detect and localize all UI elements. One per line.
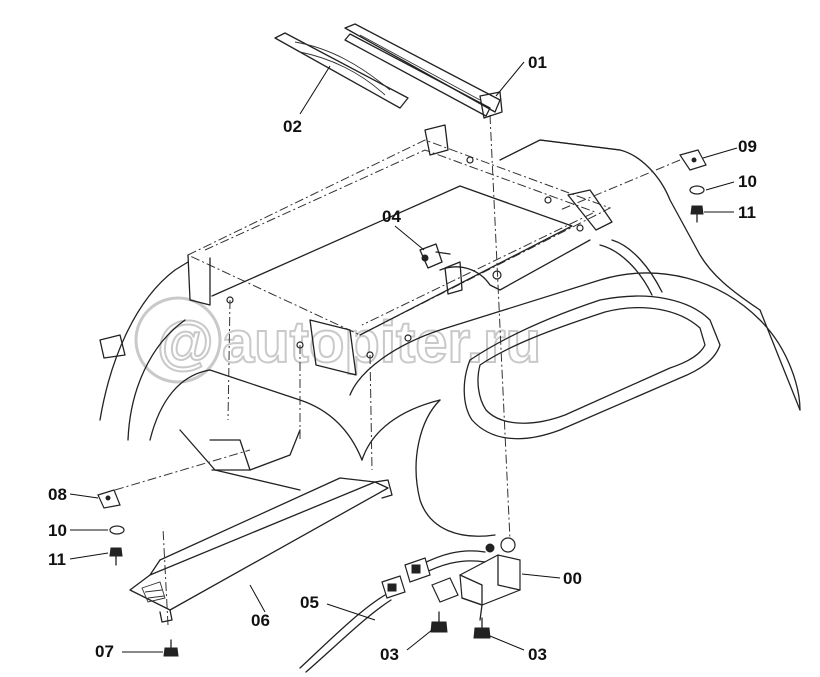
part-04-washer-nozzle [419, 243, 451, 269]
assembly-axis-lines [114, 114, 681, 626]
label-part-00: 00 [563, 569, 582, 588]
label-part-03-right: 03 [528, 645, 547, 664]
part-labels: 01 02 04 09 10 11 08 10 11 00 06 05 07 0… [48, 53, 757, 664]
label-part-06: 06 [251, 611, 270, 630]
label-part-10-right: 10 [738, 172, 757, 191]
label-part-11-left: 11 [48, 550, 66, 569]
label-part-04: 04 [382, 207, 401, 226]
part-01-wiper-arm [344, 23, 503, 119]
label-part-10-left: 10 [48, 521, 67, 540]
watermark-text: autopiter.ru [222, 310, 541, 375]
label-part-09: 09 [738, 137, 757, 156]
part-03-bolt-b [473, 617, 491, 639]
part-08-bracket [97, 489, 121, 509]
leader-lines [69, 61, 738, 653]
part-09-bracket [679, 149, 707, 171]
label-part-05: 05 [300, 593, 319, 612]
part-00-wiper-motor [431, 537, 521, 621]
watermark-circle-icon [134, 296, 222, 384]
part-06-motor-cover [129, 477, 393, 623]
label-part-08: 08 [48, 485, 67, 504]
label-part-01: 01 [528, 53, 547, 72]
part-05-wire-harness [299, 575, 406, 673]
part-03-bolt-a [430, 611, 448, 633]
watermark: @ autopiter.ru [134, 296, 542, 384]
part-07-bolt [163, 639, 179, 657]
part-11-bolt-right [690, 205, 704, 223]
part-00-harness [404, 550, 486, 583]
part-10-washer-right [689, 185, 705, 195]
label-part-07: 07 [95, 642, 114, 661]
label-part-03-left: 03 [380, 645, 399, 664]
part-10-washer-left [109, 525, 125, 535]
part-02-wiper-blade [274, 32, 409, 109]
label-part-11-right: 11 [738, 203, 756, 222]
part-11-bolt-left [109, 547, 123, 566]
cab-body [99, 139, 801, 537]
label-part-02: 02 [283, 117, 302, 136]
